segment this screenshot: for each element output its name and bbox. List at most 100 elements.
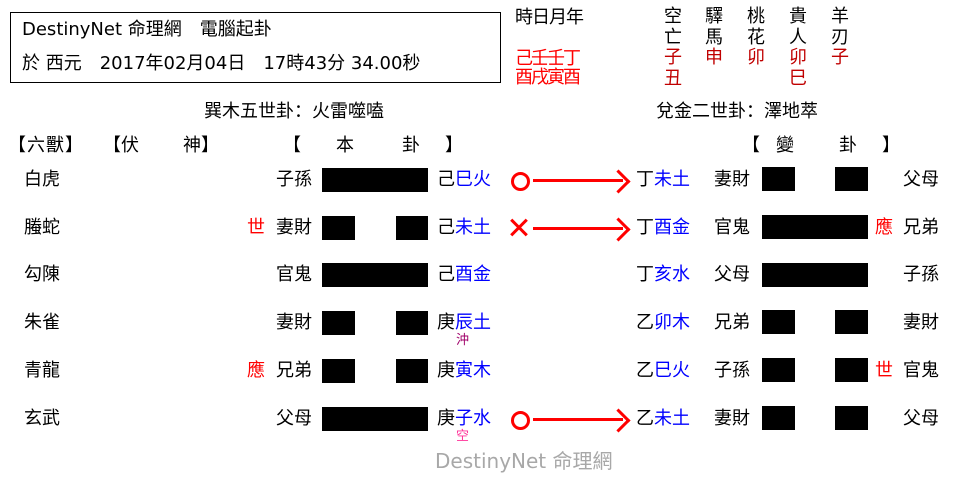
yin-line-right xyxy=(835,310,868,334)
yin-line-left xyxy=(322,216,355,240)
change-arrow-icon xyxy=(533,418,623,421)
header-liushou: 【六獸】 xyxy=(8,135,84,156)
shensha-value: 子 xyxy=(664,47,682,68)
beast-label: 朱雀 xyxy=(24,312,60,333)
changed-stem: 乙 xyxy=(636,360,654,381)
shensha-value: 卯 xyxy=(747,47,765,68)
shi-marker: 世 xyxy=(247,217,265,238)
old-yang-circle-icon xyxy=(511,172,530,191)
shensha-value: 丑 xyxy=(664,67,682,89)
yin-line-right xyxy=(396,359,428,383)
shensha-name: 羊 xyxy=(831,6,849,27)
changed-branch-element: 亥水 xyxy=(654,264,690,285)
arrow-head-icon xyxy=(606,408,631,433)
arrow-head-icon xyxy=(606,217,631,242)
changed-stem: 乙 xyxy=(636,312,654,333)
yin-line-left xyxy=(762,406,795,430)
shensha-taohua: 桃 花 卯 xyxy=(745,6,767,69)
shensha-name: 馬 xyxy=(705,26,723,48)
changed-relative: 父母 xyxy=(714,264,750,285)
clash-note: 沖 xyxy=(456,333,470,348)
header-biangua-open: 【 xyxy=(742,135,760,156)
title-box xyxy=(10,12,501,83)
change-arrow-icon xyxy=(533,227,623,230)
shensha-name: 人 xyxy=(789,26,807,48)
beast-label: 白虎 xyxy=(24,169,60,190)
old-yang-circle-icon xyxy=(511,411,530,430)
yang-line xyxy=(762,215,868,239)
yang-line xyxy=(322,168,428,192)
shensha-name: 空 xyxy=(664,6,682,27)
shensha-value: 申 xyxy=(705,47,723,68)
yin-line-right xyxy=(835,358,868,382)
branch-element: 子水 xyxy=(455,408,491,429)
main-hexagram-title: 巽木五世卦：火雷噬嗑 xyxy=(204,101,384,122)
beast-label: 螣蛇 xyxy=(24,217,60,238)
header-bengua-open: 【 xyxy=(283,135,301,156)
header-bengua-ben: 本 xyxy=(336,135,354,156)
shensha-yangren: 羊 刃 子 xyxy=(829,6,851,69)
branch-element: 酉金 xyxy=(455,264,491,285)
branch-element: 寅木 xyxy=(455,360,491,381)
right-relative: 官鬼 xyxy=(903,360,939,381)
stem: 己 xyxy=(437,217,455,238)
shensha-name: 亡 xyxy=(664,26,682,48)
relative-label: 妻財 xyxy=(276,312,312,333)
header-biangua-close: 】 xyxy=(882,135,900,156)
shensha-name: 桃 xyxy=(747,6,765,27)
header-fushen-open: 【伏 xyxy=(103,135,139,156)
beast-label: 青龍 xyxy=(24,360,60,381)
void-note: 空 xyxy=(456,429,470,444)
relative-label: 子孫 xyxy=(276,169,312,190)
beast-label: 勾陳 xyxy=(24,264,60,285)
yang-line xyxy=(322,263,428,287)
pillars-label: 時日月年 xyxy=(515,7,584,28)
changed-relative: 兄弟 xyxy=(714,312,750,333)
changed-relative: 妻財 xyxy=(714,408,750,429)
shensha-name: 花 xyxy=(747,26,765,48)
header-fushen-close: 神】 xyxy=(183,135,219,156)
yin-line-right xyxy=(396,311,428,335)
pillars-branches: 酉戌寅酉 xyxy=(515,67,581,88)
stem: 庚 xyxy=(437,360,455,381)
changed-branch-element: 酉金 xyxy=(654,217,690,238)
right-relative: 子孫 xyxy=(903,264,939,285)
watermark: DestinyNet 命理網 xyxy=(435,449,613,473)
yin-line-left xyxy=(322,359,355,383)
relative-label: 父母 xyxy=(276,408,312,429)
shensha-kongwang: 空 亡 子 丑 xyxy=(662,6,684,89)
right-relative: 父母 xyxy=(903,169,939,190)
yin-line-left xyxy=(762,310,795,334)
stem: 庚 xyxy=(437,312,455,333)
relative-label: 官鬼 xyxy=(276,264,312,285)
shensha-value: 巳 xyxy=(789,67,807,89)
yin-line-right xyxy=(396,216,428,240)
datetime-line: 於 西元 2017年02月04日 17時43分 34.00秒 xyxy=(22,53,421,74)
changed-relative: 妻財 xyxy=(714,169,750,190)
shensha-yima: 驛 馬 申 xyxy=(703,6,725,69)
changed-relative: 子孫 xyxy=(714,360,750,381)
changed-branch-element: 未土 xyxy=(654,408,690,429)
changed-hexagram-title: 兌金二世卦：澤地萃 xyxy=(656,101,818,122)
branch-element: 辰土 xyxy=(455,312,491,333)
relative-label: 兄弟 xyxy=(276,360,312,381)
yin-line-right xyxy=(835,406,868,430)
yang-line xyxy=(762,263,868,287)
arrow-head-icon xyxy=(606,169,631,194)
changed-branch-element: 卯木 xyxy=(654,312,690,333)
shensha-name: 貴 xyxy=(789,6,807,27)
changed-stem: 丁 xyxy=(636,169,654,190)
change-arrow-icon xyxy=(533,179,623,182)
beast-label: 玄武 xyxy=(24,408,60,429)
header-biangua-bian: 變 xyxy=(776,135,794,156)
changed-relative: 官鬼 xyxy=(714,217,750,238)
right-relative: 父母 xyxy=(903,408,939,429)
ying-marker: 應 xyxy=(247,360,265,381)
relative-label: 妻財 xyxy=(276,217,312,238)
yin-line-left xyxy=(762,167,795,191)
shensha-value: 子 xyxy=(831,47,849,68)
ying-marker: 應 xyxy=(875,217,893,238)
yin-line-left xyxy=(322,311,355,335)
shensha-value: 卯 xyxy=(789,47,807,68)
right-relative: 妻財 xyxy=(903,312,939,333)
